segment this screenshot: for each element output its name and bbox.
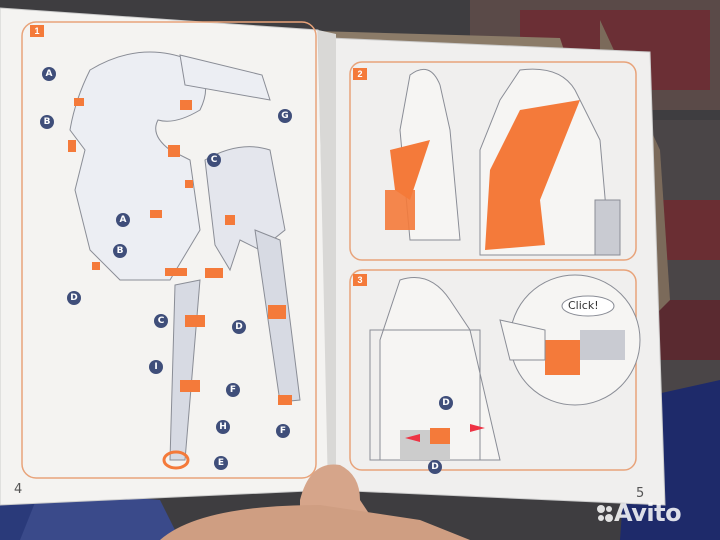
callout-label: B <box>40 115 54 129</box>
page-number-right: 5 <box>636 486 645 501</box>
callout-label: F <box>226 383 240 397</box>
watermark: Avito <box>614 499 682 527</box>
avito-logo-icon <box>597 505 613 522</box>
callout-label: D <box>67 291 81 305</box>
callout-label: A <box>42 67 56 81</box>
callout-label: I <box>149 360 163 374</box>
click-label: Click! <box>568 299 599 312</box>
callout-label: D <box>439 396 453 410</box>
step-number: 2 <box>353 68 367 80</box>
step-number: 1 <box>30 25 44 37</box>
callout-label: H <box>216 420 230 434</box>
callout-label: C <box>207 153 221 167</box>
callout-label: E <box>214 456 228 470</box>
page-number-left: 4 <box>14 482 23 497</box>
callout-label: B <box>113 244 127 258</box>
callout-label: G <box>278 109 292 123</box>
step-number: 3 <box>353 274 367 286</box>
callout-label: C <box>154 314 168 328</box>
callout-label: A <box>116 213 130 227</box>
callout-label: F <box>276 424 290 438</box>
callout-label: D <box>232 320 246 334</box>
callout-label: D <box>428 460 442 474</box>
